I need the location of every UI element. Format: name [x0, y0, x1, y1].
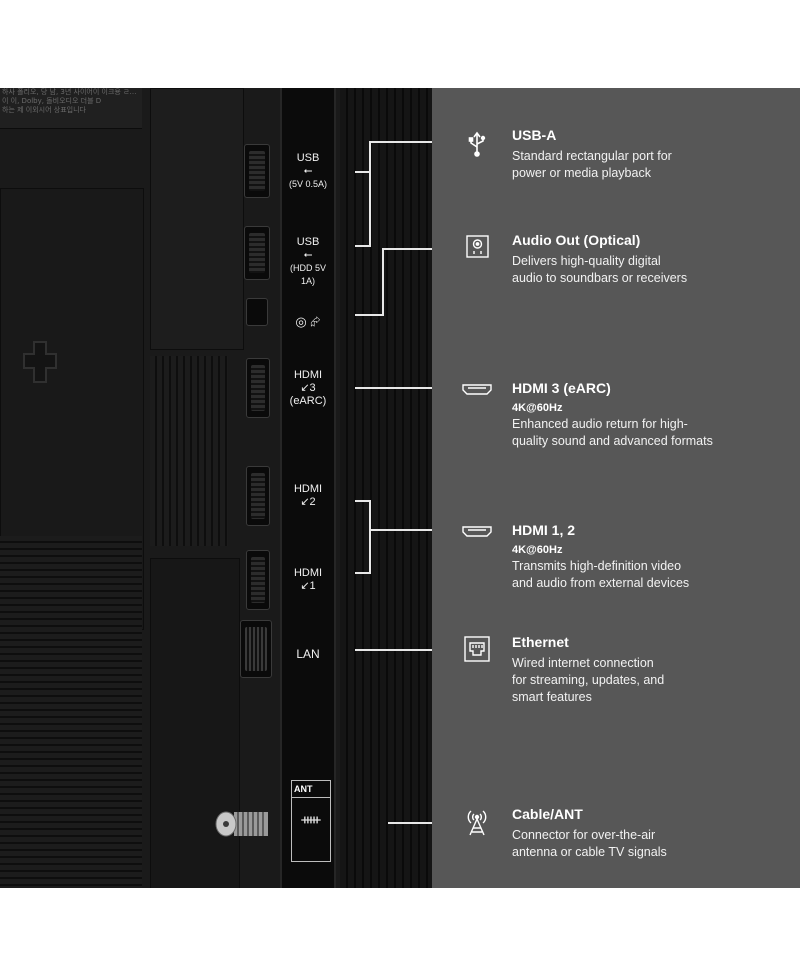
ethernet-icon: [464, 636, 490, 662]
feature-subtitle: 4K@60Hz: [512, 402, 563, 414]
connector-line-usb-out: [369, 141, 446, 143]
feature-ethernet: Ethernet Wired internet connection for s…: [512, 633, 664, 706]
feature-title: Audio Out (Optical): [512, 232, 641, 248]
feature-desc-line: quality sound and advanced formats: [512, 434, 713, 448]
hdmi3-label: HDMI ↙3 (eARC): [284, 369, 332, 408]
feature-desc-line: Standard rectangular port for: [512, 149, 672, 163]
connector-line-usb-bracket: [369, 141, 371, 247]
feature-title: USB-A: [512, 127, 557, 143]
feature-optical: Audio Out (Optical) Delivers high-qualit…: [512, 231, 687, 287]
usb1-rating: (5V 0.5A): [288, 179, 328, 189]
feature-desc-line: Delivers high-quality digital: [512, 254, 661, 268]
feature-title: Ethernet: [512, 634, 569, 650]
hdmi3-number: ↙3: [300, 382, 316, 394]
plus-icon: [23, 341, 57, 383]
feature-desc-line: Wired internet connection: [512, 656, 654, 670]
feature-hdmi3: HDMI 3 (eARC) 4K@60Hz Enhanced audio ret…: [512, 379, 713, 450]
usb-icon: [468, 131, 486, 157]
optical-audio-icon: [466, 235, 489, 258]
connector-line-hdmi1: [355, 572, 370, 574]
usb-port-1: [244, 144, 270, 198]
connector-line-hdmi-out: [369, 529, 446, 531]
hdmi-icon: [462, 526, 492, 537]
feature-subtitle: 4K@60Hz: [512, 544, 563, 556]
connector-line-ant: [388, 822, 446, 824]
hdmi1-number: ↙1: [300, 580, 316, 592]
feature-desc-line: audio to soundbars or receivers: [512, 271, 688, 285]
hdmi2-label-line1: HDMI: [293, 483, 323, 495]
back-cover-upper: [150, 88, 244, 350]
usb1-label: USB ⭠ (5V 0.5A): [284, 152, 332, 191]
feature-desc-line: power or media playback: [512, 166, 651, 180]
hdmi2-port: [246, 466, 270, 526]
connector-line-optical: [355, 314, 383, 316]
usb1-symbol: ⭠: [303, 165, 313, 177]
optical-port: [246, 298, 268, 326]
hdmi2-label: HDMI ↙2: [284, 483, 332, 509]
ant-tag: ANT: [292, 781, 330, 798]
connector-line-optical-out: [382, 248, 446, 250]
lower-vent: [0, 536, 142, 888]
hdmi3-earc: (eARC): [289, 395, 327, 407]
side-ribs: [340, 88, 432, 888]
feature-hdmi12: HDMI 1, 2 4K@60Hz Transmits high-definit…: [512, 521, 689, 592]
feature-desc-line: and audio from external devices: [512, 576, 690, 590]
antenna-icon: [467, 810, 487, 836]
lan-label: LAN: [296, 647, 320, 661]
usb-port-2: [244, 226, 270, 280]
usb2-label: USB ⭠ (HDD 5V 1A): [284, 236, 332, 288]
connector-line-usb1: [355, 171, 370, 173]
sticker-line: 이 이, Dolby, 돌비오디오 더블 D: [2, 97, 102, 105]
ant-label-box: ANT ᚔ: [291, 780, 331, 862]
feature-title: HDMI 1, 2: [512, 522, 576, 538]
hdmi-icon: [462, 384, 492, 395]
sticker-line: 하는 제 이외시어 상표입니다: [2, 106, 86, 114]
sticker-line: 하사 폴리오, 당 남, 3년 사이어이 이크용 ㄹ…: [2, 88, 137, 96]
feature-desc-line: Enhanced audio return for high-: [512, 417, 688, 431]
feature-desc-line: Transmits high-definition video: [512, 559, 682, 573]
usb2-symbol: ⭠: [303, 249, 313, 261]
hdmi1-label: HDMI ↙1: [284, 567, 332, 593]
feature-desc-line: Connector for over-the-air: [512, 828, 656, 842]
feature-panel: [432, 88, 800, 888]
usb1-label-line1: USB: [296, 152, 320, 164]
hdmi1-port: [246, 550, 270, 610]
connector-line-hdmi3: [355, 387, 446, 389]
coax-connector-icon: [215, 811, 268, 837]
feature-title: HDMI 3 (eARC): [512, 380, 611, 396]
feature-desc-line: smart features: [512, 690, 592, 704]
feature-title: Cable/ANT: [512, 806, 583, 822]
hdmi3-label-line1: HDMI: [293, 369, 323, 381]
hdmi1-label-line1: HDMI: [293, 567, 323, 579]
port-label-strip: [280, 88, 336, 888]
usb2-rating: (HDD 5V 1A): [289, 263, 326, 286]
hdmi2-number: ↙2: [300, 496, 316, 508]
connector-line-lan: [355, 649, 446, 651]
connector-line-usb2: [355, 245, 370, 247]
usb2-label-line1: USB: [296, 236, 320, 248]
feature-desc-line: antenna or cable TV signals: [512, 845, 667, 859]
feature-usb: USB-A Standard rectangular port for powe…: [512, 126, 672, 182]
connector-line-optical-riser: [382, 248, 384, 316]
feature-antenna: Cable/ANT Connector for over-the-air ant…: [512, 805, 667, 861]
optical-label: ◎ ⮳: [295, 314, 321, 329]
label-sticker: 하사 폴리오, 당 남, 3년 사이어이 이크용 ㄹ… 이 이, Dolby, …: [0, 88, 142, 129]
vent-grille: [150, 356, 228, 546]
feature-desc-line: for streaming, updates, and: [512, 673, 665, 687]
tv-back-panel: 하사 폴리오, 당 남, 3년 사이어이 이크용 ㄹ… 이 이, Dolby, …: [0, 88, 432, 888]
ant-symbol: ᚔ: [301, 811, 321, 827]
product-photo: 하사 폴리오, 당 남, 3년 사이어이 이크용 ㄹ… 이 이, Dolby, …: [0, 88, 800, 888]
connector-line-hdmi2: [355, 500, 370, 502]
connector-line-hdmi-bracket: [369, 500, 371, 574]
lan-port: [240, 620, 272, 678]
hdmi3-port: [246, 358, 270, 418]
